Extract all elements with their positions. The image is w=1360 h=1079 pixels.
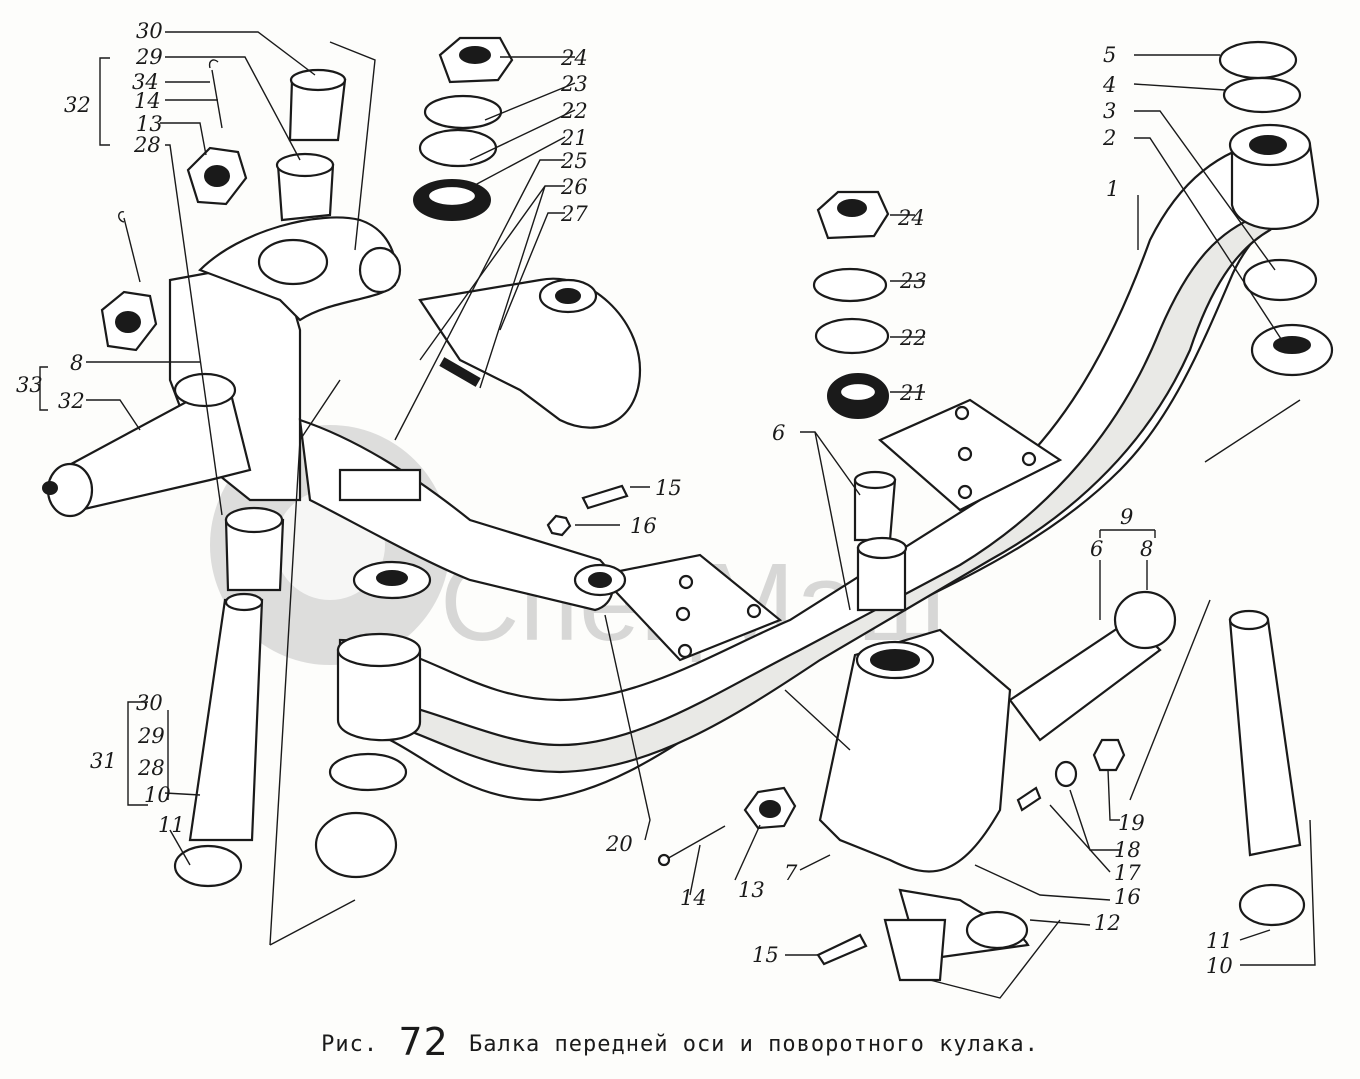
leader-lines	[39, 31, 1316, 999]
callout-4: 4	[1102, 73, 1116, 97]
callout-5: 5	[1103, 43, 1116, 67]
callout-1: 1	[1106, 177, 1119, 201]
callout-labels: 30 29 34 14 13 28 32 33 8 32 24 23 22 21…	[16, 19, 1233, 978]
callout-16: 16	[630, 514, 657, 538]
left-kingpin	[173, 68, 347, 888]
callout-24: 24	[897, 206, 925, 230]
callout-32: 32	[58, 389, 85, 413]
callout-10: 10	[144, 783, 171, 807]
callout-23: 23	[560, 72, 588, 96]
callout-28: 28	[133, 133, 161, 157]
right-kingpin	[1228, 609, 1306, 927]
callout-34: 34	[132, 70, 159, 94]
callout-26: 26	[560, 175, 588, 199]
callout-10: 10	[1206, 954, 1233, 978]
callout-6: 6	[1090, 537, 1103, 561]
callout-31: 31	[90, 749, 117, 773]
front-axle-beam	[336, 123, 1320, 802]
tie-rod-end	[418, 277, 642, 429]
callout-30: 30	[136, 19, 163, 43]
callout-6: 6	[772, 421, 785, 445]
callout-7: 7	[784, 861, 798, 885]
left-steering-knuckle	[42, 216, 627, 612]
callout-15: 15	[752, 943, 779, 967]
callout-14: 14	[680, 886, 707, 910]
callout-24: 24	[560, 46, 588, 70]
callout-9: 9	[1120, 505, 1133, 529]
callout-19: 19	[1118, 811, 1145, 835]
right-steering-knuckle	[818, 470, 1177, 982]
callout-29: 29	[137, 724, 165, 748]
callout-21: 21	[560, 126, 588, 150]
callout-8: 8	[1140, 537, 1153, 561]
callout-21: 21	[899, 381, 927, 405]
callout-15: 15	[655, 476, 682, 500]
callout-13: 13	[738, 878, 765, 902]
callout-2: 2	[1102, 126, 1116, 150]
callout-32: 32	[64, 93, 91, 117]
callout-12: 12	[1094, 911, 1121, 935]
callout-28: 28	[137, 756, 165, 780]
caption-number: 72	[398, 1020, 449, 1064]
callout-20: 20	[605, 832, 633, 856]
callout-8: 8	[70, 351, 83, 375]
callout-23: 23	[899, 269, 927, 293]
small-hardware	[546, 484, 1126, 966]
callout-29: 29	[135, 45, 163, 69]
left-upper-stack	[413, 36, 514, 221]
caption-title: Балка передней оси и поворотного кулака.	[469, 1032, 1039, 1057]
callout-30: 30	[136, 691, 163, 715]
callout-11: 11	[158, 813, 185, 837]
callout-33: 33	[16, 373, 43, 397]
callout-13: 13	[136, 112, 163, 136]
callout-22: 22	[560, 99, 588, 123]
left-hardware	[100, 59, 432, 879]
right-washers	[1218, 40, 1334, 377]
callout-22: 22	[899, 326, 927, 350]
callout-11: 11	[1206, 929, 1233, 953]
callout-27: 27	[560, 202, 588, 226]
right-upper-stack	[812, 190, 890, 419]
callout-14: 14	[134, 89, 161, 113]
callout-16: 16	[1114, 885, 1141, 909]
callout-17: 17	[1114, 861, 1141, 885]
callout-3: 3	[1103, 99, 1116, 123]
caption-prefix: Рис.	[321, 1032, 379, 1057]
figure-caption: Рис. 72 Балка передней оси и поворотного…	[0, 1020, 1360, 1064]
callout-18: 18	[1114, 838, 1141, 862]
callout-25: 25	[560, 149, 588, 173]
